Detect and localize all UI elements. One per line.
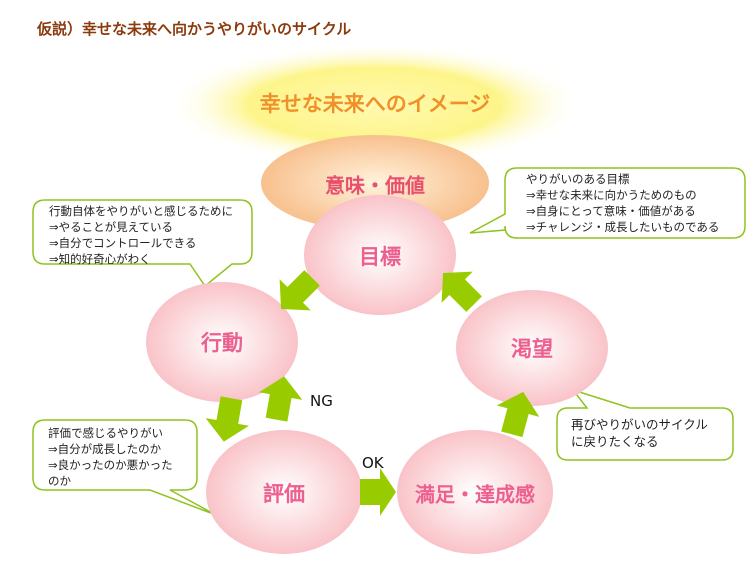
callout-line: のか (48, 474, 71, 488)
vision-text: 幸せな未来へのイメージ (259, 92, 491, 116)
callout-line: に戻りたくなる (571, 434, 659, 449)
evaluation-circle (206, 430, 362, 554)
arrow-craving-to-goal-icon (441, 271, 482, 312)
arrow-goal-to-action-icon (279, 270, 320, 311)
meaning-text: 意味・価値 (325, 173, 425, 198)
callout-line: 評価で感じるやりがい (48, 426, 163, 440)
satisfaction-circle (397, 430, 553, 554)
callout-line: 再びやりがいのサイクル (571, 417, 708, 432)
callout-line: ⇒知的好奇心がわく (49, 252, 151, 266)
action-circle (146, 282, 298, 402)
callout-craving: 再びやりがいのサイクル に戻りたくなる (571, 416, 708, 450)
goal-circle (304, 195, 456, 315)
callout-line: やりがいのある目標 (526, 172, 630, 186)
callout-line: ⇒幸せな未来に向かうためのもの (526, 188, 697, 202)
callout-evaluation: 評価で感じるやりがい ⇒自分が成長したのか ⇒良かったのか悪かった のか (48, 425, 173, 489)
callout-line: ⇒良かったのか悪かった (48, 458, 173, 472)
page-title: 仮説）幸せな未来へ向かうやりがいのサイクル (37, 20, 352, 38)
callout-line: ⇒自分が成長したのか (48, 442, 162, 456)
callout-line: ⇒自身にとって意味・価値がある (526, 204, 696, 218)
node-action: 行動 (201, 331, 243, 355)
callout-line: ⇒自分でコントロールできる (49, 236, 197, 250)
meaning-ellipse (261, 135, 489, 231)
node-goal: 目標 (359, 245, 401, 269)
node-evaluation: 評価 (263, 482, 305, 506)
callout-line: 行動自体をやりがいと感じるために (49, 204, 233, 218)
arrow-satisfaction-to-craving-icon (496, 391, 540, 438)
node-craving: 渇望 (511, 337, 553, 361)
label-ng: NG (310, 392, 333, 410)
vision-glow (165, 43, 585, 167)
callout-goal: やりがいのある目標 ⇒幸せな未来に向かうためのもの ⇒自身にとって意味・価値があ… (526, 171, 719, 235)
craving-circle (456, 290, 608, 406)
callout-bubble-evaluation (32, 419, 217, 516)
arrow-evaluation-to-action-icon (259, 376, 303, 422)
callout-bubble-action (32, 199, 253, 288)
callout-line: ⇒チャレンジ・成長したいものである (526, 220, 720, 234)
arrow-action-to-evaluation-icon (205, 396, 249, 442)
arrow-evaluation-to-satisfaction-icon (360, 468, 396, 516)
callout-bubble-craving (556, 388, 734, 461)
label-ok: OK (362, 454, 384, 472)
callout-line: ⇒やることが見えている (49, 220, 174, 234)
callout-bubble-goal (469, 167, 746, 239)
node-satisfaction: 満足・達成感 (415, 482, 535, 507)
callout-action: 行動自体をやりがいと感じるために ⇒やることが見えている ⇒自分でコントロールで… (49, 203, 233, 267)
